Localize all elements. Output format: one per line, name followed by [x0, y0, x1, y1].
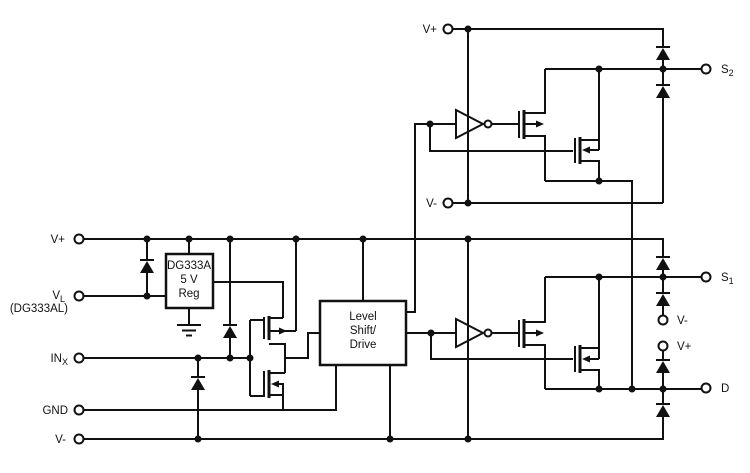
- input-inverter-stage: [249, 239, 320, 410]
- vplus-rail-wire: [84, 238, 664, 257]
- terminal-label-gnd: GND: [42, 405, 68, 417]
- terminal-label-inx: INX: [50, 353, 68, 367]
- terminal-vminus-top: [442, 197, 454, 209]
- level-shift-label-3: Drive: [350, 339, 377, 351]
- terminal-label-vplus-mid: V+: [677, 341, 692, 353]
- body-arrow-icon: [582, 355, 590, 363]
- terminal-label-vl: VL: [52, 290, 65, 304]
- inverter-cell2: [455, 108, 519, 140]
- inverter-bubble-icon: [483, 328, 493, 338]
- terminal-vplus-main: [73, 233, 85, 245]
- inverter-bubble-icon: [483, 119, 493, 129]
- terminal-s2: [700, 63, 712, 75]
- terminal-label-vplus-top: V+: [423, 24, 438, 36]
- terminal-inx: [73, 352, 85, 364]
- cell1-gate-branch: [430, 333, 573, 360]
- diode-vminus-to-inx: [191, 358, 205, 439]
- mosfet-cell2-b: [574, 69, 600, 181]
- cell2-common-node-wire: [545, 180, 633, 389]
- mosfet-cell2-a: [518, 69, 546, 181]
- diode-vminus-to-s1: [656, 277, 670, 315]
- terminal-vminus-mid: [657, 314, 669, 326]
- inverter-cell1: [455, 317, 519, 349]
- level-shift-block: Level Shift/ Drive: [318, 123, 456, 439]
- body-arrow-icon: [536, 329, 544, 337]
- terminal-label-vminus-main: V-: [55, 434, 66, 446]
- terminal-vminus-main: [73, 433, 85, 445]
- regulator-label-1: DG333A: [167, 260, 211, 272]
- gnd-wire: [84, 365, 337, 411]
- terminal-label-s2: S2: [721, 64, 734, 78]
- mosfet-input-upper: [263, 316, 296, 373]
- terminal-vplus-mid: [657, 340, 669, 352]
- cell2-vplus-wire: [453, 28, 664, 47]
- regulator-label-3: Reg: [178, 288, 199, 300]
- regulator-label-2: 5 V: [180, 274, 198, 286]
- terminal-label-d: D: [721, 383, 729, 395]
- switch-cell-s2: [429, 28, 701, 389]
- junction-dots: [143, 25, 667, 443]
- diode-vl-to-vplus: [140, 239, 154, 296]
- terminal-d: [700, 382, 712, 394]
- diode-inx-to-vplus: [223, 239, 237, 358]
- terminal-label-vminus-top: V-: [426, 198, 437, 210]
- terminal-vl: [73, 290, 85, 302]
- level-shift-label-2: Shift/: [350, 325, 377, 337]
- drive-to-cell2-wire: [406, 123, 456, 313]
- terminals: V+ V- S2 V+ VL (DG333AL) INX GND V- S1 V…: [10, 23, 734, 446]
- body-arrow-icon: [536, 120, 544, 128]
- diode-vminus-to-d: [656, 389, 670, 417]
- cell2-gate-branch: [429, 124, 573, 152]
- regulator-block: DG333A 5 V Reg: [164, 239, 284, 337]
- level-shift-label-1: Level: [349, 311, 377, 323]
- terminal-label-s1: S1: [721, 272, 734, 286]
- ground-symbol-icon: [177, 324, 201, 337]
- mosfet-cell1-b: [574, 277, 600, 389]
- terminal-gnd: [73, 404, 85, 416]
- body-arrow-icon: [271, 380, 279, 388]
- body-arrow-icon: [279, 327, 287, 335]
- mosfet-cell1-a: [518, 277, 546, 389]
- diode-vminus-to-s2: [656, 69, 670, 203]
- diode-d-to-vplus: [656, 351, 670, 389]
- power-rails: [84, 238, 664, 440]
- mosfet-input-lower: [263, 370, 285, 410]
- terminal-label-vplus-main: V+: [51, 234, 66, 246]
- vminus-rail-wire: [84, 417, 664, 440]
- body-arrow-icon: [582, 146, 590, 154]
- terminal-s1: [700, 271, 712, 283]
- terminal-vplus-top: [442, 23, 454, 35]
- switch-cell-s1: [430, 239, 701, 439]
- terminal-label-vl-variant: (DG333AL): [10, 303, 68, 315]
- inverter-output-wire: [285, 332, 320, 359]
- regulator-output-wire: [213, 281, 284, 318]
- terminal-label-vminus-mid: V-: [677, 315, 688, 327]
